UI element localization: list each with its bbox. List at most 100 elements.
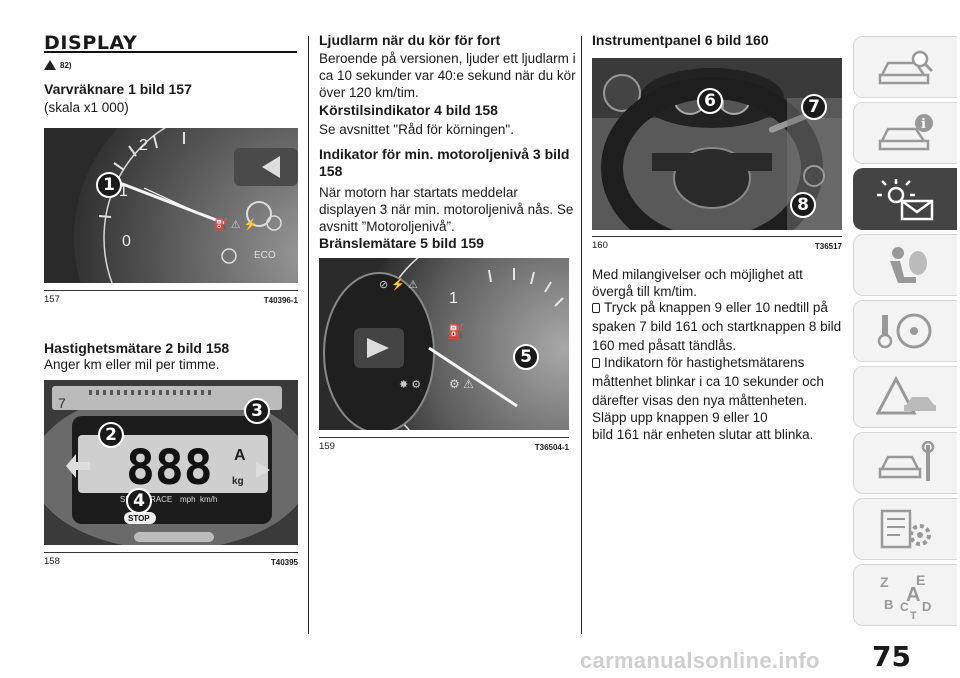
figure-160-instrument-panel: 6 7 8	[592, 58, 842, 230]
figure-number: 158	[44, 556, 60, 567]
warning-reference: 82)	[44, 60, 72, 70]
release-button-line-1: Släpp upp knappen 9 eller 10	[592, 410, 768, 425]
svg-text:E: E	[916, 572, 925, 588]
svg-text:⚙ ⚠: ⚙ ⚠	[449, 377, 474, 391]
figure-number: 159	[319, 441, 335, 452]
heading-speedometer: Hastighetsmätare 2 bild 158	[44, 340, 230, 356]
tachometer-scale-text: (skala x1 000)	[44, 100, 129, 115]
mph-label: mph	[180, 495, 196, 504]
svg-text:A: A	[906, 584, 920, 606]
svg-text:i: i	[921, 117, 926, 132]
section-title: DISPLAY	[44, 32, 138, 54]
tab-dashboard-lights[interactable]	[853, 168, 957, 230]
svg-text:C: C	[900, 600, 909, 614]
callout-7: 7	[801, 94, 827, 120]
fuel-gauge-label-1: 1	[449, 290, 458, 307]
key-steering-wheel-icon	[877, 313, 931, 349]
heading-fuel-gauge: Bränslemätare 5 bild 159	[319, 235, 484, 251]
car-wrench-icon	[878, 441, 934, 481]
callout-5: 5	[513, 344, 539, 370]
gauge-label-2: 2	[139, 137, 148, 154]
figure-158-caption: 158 T40395	[44, 552, 298, 567]
heading-oil-level: Indikator för min. motoroljenivå 3 bild …	[319, 146, 570, 179]
svg-text:✸ ⚙: ✸ ⚙	[399, 379, 421, 391]
gauge-label-1: 1	[119, 183, 128, 200]
figure-code: T36517	[814, 242, 842, 251]
speed-digits: 888	[126, 440, 213, 496]
callout-6: 6	[697, 88, 723, 114]
figure-157-tachometer: 2 1 0 ECO ⛽ ⚠ ⚡ 1	[44, 128, 298, 283]
warning-triangle-car-icon	[875, 375, 936, 415]
callout-1: 1	[96, 172, 122, 198]
bullet-press-button-text: Tryck på knappen 9 eller 10 nedtill på s…	[592, 300, 842, 353]
instrument-panel-text: Med milangivelser och möjlighet att över…	[592, 267, 803, 299]
bullet-indicator-blinks-text: Indikatorn för hastighetsmätarens måtten…	[592, 355, 824, 408]
watermark: carmanualsonline.info	[580, 648, 820, 673]
airbag-passenger-icon	[889, 247, 927, 283]
bullet-marker-icon	[592, 358, 600, 368]
page-number: 75	[872, 640, 911, 673]
figure-157-caption: 157 T40396-1	[44, 290, 298, 305]
svg-text:D: D	[922, 599, 931, 614]
heading-tachometer: Varvräknare 1 bild 157	[44, 81, 192, 97]
specs-gear-icon	[880, 509, 931, 549]
a-label: A	[234, 447, 246, 464]
figure-158-speed-display: 7 888 SPORT RACE mph km/h kg A STOP 2 3 …	[44, 380, 298, 545]
heading-instrument-panel: Instrumentpanel 6 bild 160	[592, 32, 769, 48]
bullet-marker-icon	[592, 303, 600, 313]
heading-driving-style: Körstilsindikator 4 bild 158	[319, 102, 498, 118]
svg-text:Z: Z	[880, 574, 889, 590]
tab-car-search[interactable]	[853, 36, 957, 98]
dashboard-light-message-icon	[876, 179, 933, 221]
svg-text:B: B	[884, 597, 893, 612]
tab-emergency[interactable]	[853, 366, 957, 428]
oil-level-text: När motorn har startats meddelar display…	[319, 185, 574, 234]
speedometer-text: Anger km eller mil per timme.	[44, 357, 220, 372]
svg-text:T: T	[910, 610, 917, 619]
svg-text:⊘ ⚡ ⚠: ⊘ ⚡ ⚠	[379, 278, 418, 291]
svg-text:⛽: ⛽	[447, 323, 464, 340]
fuel-gauge-illustration: 1 ⛽ ⚙ ⚠ ⊘ ⚡ ⚠ ✸ ⚙	[319, 258, 569, 430]
instrument-panel-illustration	[592, 58, 842, 230]
eco-label: ECO	[254, 250, 276, 261]
tab-maintenance[interactable]	[853, 432, 957, 494]
stop-label: STOP	[128, 514, 150, 523]
bullet-indicator-blinks: Indikatorn för hastighetsmätarens måtten…	[592, 353, 846, 410]
figure-160-caption: 160 T36517	[592, 236, 842, 251]
svg-text:⛽ ⚠ ⚡: ⛽ ⚠ ⚡	[214, 218, 257, 231]
figure-159-caption: 159 T36504-1	[319, 437, 569, 452]
callout-3: 3	[244, 398, 270, 424]
tab-starting-driving[interactable]	[853, 300, 957, 362]
driving-style-text: Se avsnittet "Råd för körningen".	[319, 122, 514, 137]
warning-triangle-icon	[44, 60, 56, 70]
column-divider-1	[308, 36, 309, 634]
race-label: RACE	[150, 495, 172, 504]
gauge-label-0: 0	[122, 233, 131, 250]
release-button-line-2: bild 161 när enheten slutar att blinka.	[592, 427, 814, 442]
svg-text:7: 7	[58, 395, 66, 411]
figure-code: T40395	[270, 558, 298, 567]
figure-number: 157	[44, 294, 60, 305]
callout-8: 8	[790, 192, 816, 218]
column-divider-2	[581, 36, 582, 634]
figure-number: 160	[592, 240, 608, 251]
figure-159-fuel-gauge: 1 ⛽ ⚙ ⚠ ⊘ ⚡ ⚠ ✸ ⚙ 5	[319, 258, 569, 430]
callout-4: 4	[126, 488, 152, 514]
car-search-icon	[878, 50, 933, 85]
kg-label: kg	[232, 476, 244, 487]
warning-ref-number: 82)	[60, 60, 72, 70]
kmh-label: km/h	[200, 495, 217, 504]
tab-technical-data[interactable]	[853, 498, 957, 560]
tab-car-info[interactable]: i	[853, 102, 957, 164]
callout-2: 2	[98, 422, 124, 448]
car-info-icon: i	[878, 114, 933, 151]
tab-safety[interactable]	[853, 234, 957, 296]
figure-code: T40396-1	[263, 296, 298, 305]
bullet-press-button: Tryck på knappen 9 eller 10 nedtill på s…	[592, 298, 846, 355]
heading-speed-alarm: Ljudlarm när du kör för fort	[319, 32, 501, 48]
title-rule	[44, 51, 297, 53]
tachometer-illustration: 2 1 0 ECO ⛽ ⚠ ⚡	[44, 128, 298, 283]
speed-alarm-text: Beroende på versionen, ljuder ett ljudla…	[319, 51, 576, 100]
